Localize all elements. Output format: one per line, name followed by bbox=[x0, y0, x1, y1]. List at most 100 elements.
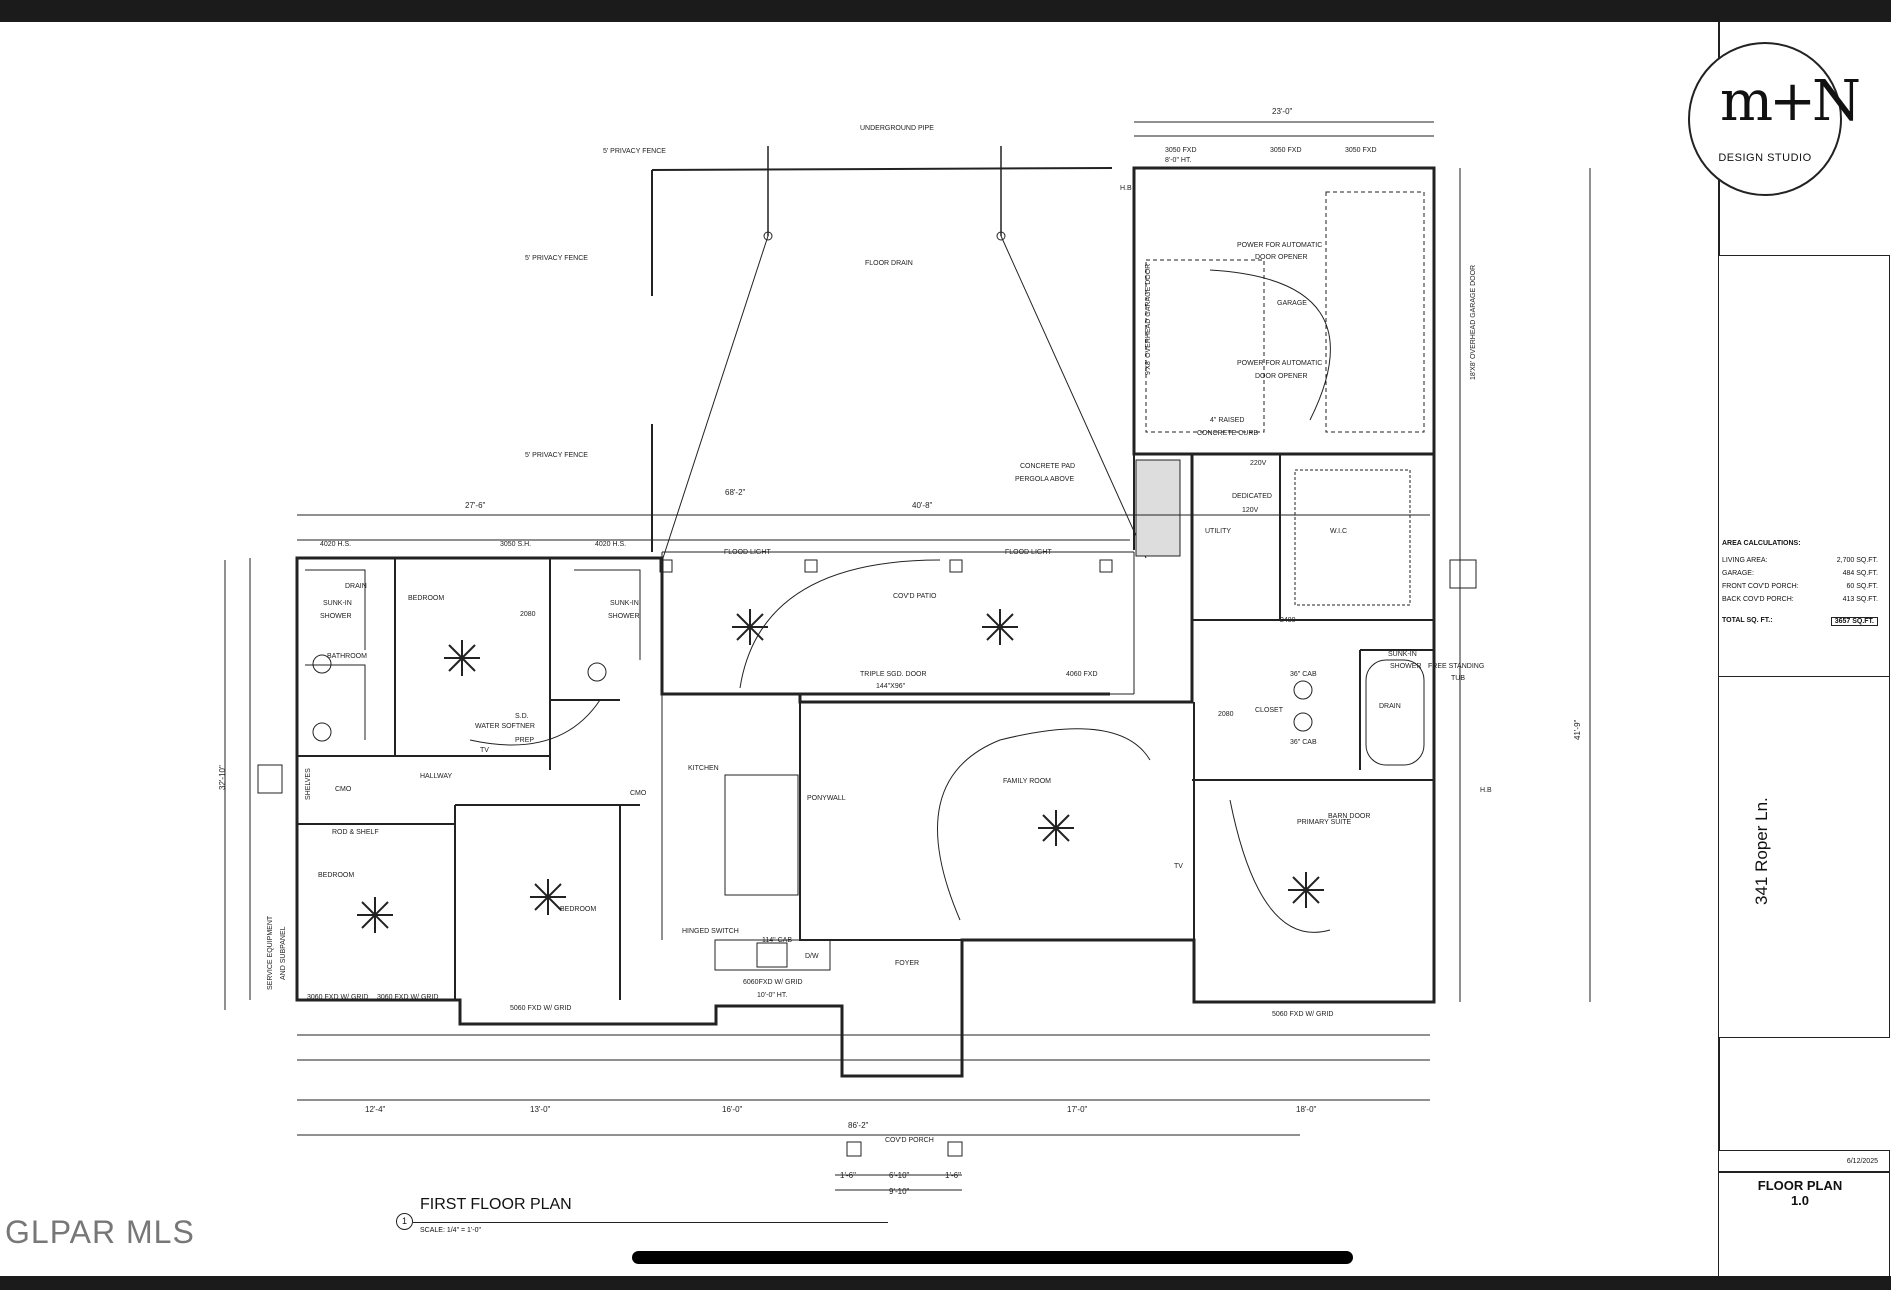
svg-text:DRAIN: DRAIN bbox=[1379, 703, 1401, 710]
svg-text:23'-0": 23'-0" bbox=[1272, 107, 1293, 116]
area-title: AREA CALCULATIONS: bbox=[1722, 540, 1801, 547]
privacy-fence-top bbox=[651, 167, 1113, 171]
svg-text:16'-0": 16'-0" bbox=[722, 1105, 743, 1114]
concrete-pad bbox=[1135, 459, 1181, 557]
svg-text:2080: 2080 bbox=[1218, 711, 1234, 718]
svg-text:AND SUBPANEL: AND SUBPANEL bbox=[280, 926, 287, 980]
svg-text:4" RAISED: 4" RAISED bbox=[1210, 417, 1244, 424]
svg-text:10'-0" HT.: 10'-0" HT. bbox=[757, 992, 787, 999]
svg-text:120V: 120V bbox=[1242, 507, 1259, 514]
svg-text:COV'D PORCH: COV'D PORCH bbox=[885, 1137, 934, 1144]
area-total: TOTAL SQ. FT.:3657 SQ.FT. bbox=[1722, 617, 1878, 626]
svg-text:BEDROOM: BEDROOM bbox=[560, 906, 596, 913]
svg-text:BEDROOM: BEDROOM bbox=[318, 872, 354, 879]
svg-text:86'-2": 86'-2" bbox=[848, 1121, 869, 1130]
svg-text:2480: 2480 bbox=[1280, 617, 1296, 624]
underground-pipe-label: UNDERGROUND PIPE bbox=[860, 125, 934, 132]
svg-text:6060FXD W/ GRID: 6060FXD W/ GRID bbox=[743, 979, 803, 986]
svg-text:FLOOD LIGHT: FLOOD LIGHT bbox=[724, 549, 771, 556]
svg-text:TV: TV bbox=[1174, 863, 1183, 870]
logo-mark: m+N bbox=[1720, 69, 1861, 134]
svg-text:18'X8' OVERHEAD GARAGE DOOR: 18'X8' OVERHEAD GARAGE DOOR bbox=[1470, 265, 1477, 380]
area-calculations: AREA CALCULATIONS: LIVING AREA:2,700 SQ.… bbox=[1722, 540, 1878, 660]
svg-text:SUNK-IN: SUNK-IN bbox=[1388, 651, 1417, 658]
underground-pipe bbox=[767, 146, 1002, 236]
svg-text:4020 H.S.: 4020 H.S. bbox=[320, 541, 351, 548]
svg-text:SUNK-IN: SUNK-IN bbox=[323, 600, 352, 607]
svg-text:CMO: CMO bbox=[335, 786, 352, 793]
svg-text:32'-10": 32'-10" bbox=[218, 765, 227, 790]
svg-text:SHOWER: SHOWER bbox=[1390, 663, 1422, 670]
free-standing-tub bbox=[1365, 659, 1425, 766]
plan-scale: SCALE: 1/4" = 1'-0" bbox=[420, 1227, 481, 1234]
top-frame-bar bbox=[0, 0, 1891, 22]
svg-text:3060 FXD W/ GRID: 3060 FXD W/ GRID bbox=[307, 994, 368, 1001]
svg-text:FAMILY ROOM: FAMILY ROOM bbox=[1003, 778, 1051, 785]
project-address: 341 Roper Ln. bbox=[1752, 797, 1771, 905]
svg-text:5060 FXD W/ GRID: 5060 FXD W/ GRID bbox=[510, 1005, 571, 1012]
sheet-title: FLOOR PLAN 1.0 bbox=[1722, 1178, 1878, 1208]
svg-text:PRIMARY SUITE: PRIMARY SUITE bbox=[1297, 819, 1352, 826]
plan-title: FIRST FLOOR PLAN bbox=[420, 1196, 572, 1213]
mls-watermark: GLPAR MLS bbox=[5, 1214, 195, 1250]
svg-text:8'-0" HT.: 8'-0" HT. bbox=[1165, 157, 1191, 164]
svg-text:4060 FXD: 4060 FXD bbox=[1066, 671, 1098, 678]
svg-text:DOOR OPENER: DOOR OPENER bbox=[1255, 254, 1308, 261]
svg-text:CONCRETE PAD: CONCRETE PAD bbox=[1020, 463, 1075, 470]
svg-text:18'-0": 18'-0" bbox=[1296, 1105, 1317, 1114]
floor-drain-left bbox=[763, 231, 773, 241]
svg-text:FOYER: FOYER bbox=[895, 960, 919, 967]
studio-logo: m+N DESIGN STUDIO bbox=[1688, 42, 1861, 196]
svg-text:SHELVES: SHELVES bbox=[305, 768, 312, 800]
area-row: BACK COV'D PORCH:413 SQ.FT. bbox=[1722, 596, 1878, 603]
svg-text:POWER FOR AUTOMATIC: POWER FOR AUTOMATIC bbox=[1237, 242, 1322, 249]
svg-text:SUNK-IN: SUNK-IN bbox=[610, 600, 639, 607]
address-panel bbox=[1718, 676, 1890, 1038]
svg-text:PERGOLA ABOVE: PERGOLA ABOVE bbox=[1015, 476, 1074, 483]
svg-text:CLOSET: CLOSET bbox=[1255, 707, 1284, 714]
svg-text:SHOWER: SHOWER bbox=[608, 613, 640, 620]
svg-text:BEDROOM: BEDROOM bbox=[408, 595, 444, 602]
drainage-lines bbox=[662, 235, 1147, 559]
date-panel bbox=[1718, 1150, 1890, 1172]
svg-text:3050 FXD: 3050 FXD bbox=[1345, 147, 1377, 154]
svg-text:ROD & SHELF: ROD & SHELF bbox=[332, 829, 379, 836]
plan-title-underline bbox=[413, 1222, 888, 1223]
svg-text:BATHROOM: BATHROOM bbox=[327, 653, 367, 660]
svg-text:CONCRETE CURB: CONCRETE CURB bbox=[1197, 430, 1258, 437]
svg-text:12'-4": 12'-4" bbox=[365, 1105, 386, 1114]
svg-text:FLOOR DRAIN: FLOOR DRAIN bbox=[865, 260, 913, 267]
svg-text:BARN DOOR: BARN DOOR bbox=[1328, 813, 1370, 820]
garage-walls bbox=[1132, 166, 1436, 456]
area-row: FRONT COV'D PORCH:60 SQ.FT. bbox=[1722, 583, 1878, 590]
svg-text:COV'D PATIO: COV'D PATIO bbox=[893, 593, 937, 600]
svg-text:H.B: H.B bbox=[1480, 787, 1492, 794]
svg-text:40'-8": 40'-8" bbox=[912, 501, 933, 510]
svg-text:36" CAB: 36" CAB bbox=[1290, 671, 1317, 678]
svg-text:17'-0": 17'-0" bbox=[1067, 1105, 1088, 1114]
svg-text:TRIPLE SGD. DOOR: TRIPLE SGD. DOOR bbox=[860, 671, 927, 678]
svg-text:DRAIN: DRAIN bbox=[345, 583, 367, 590]
svg-text:5' PRIVACY FENCE: 5' PRIVACY FENCE bbox=[525, 255, 588, 262]
svg-text:FLOOD LIGHT: FLOOD LIGHT bbox=[1005, 549, 1052, 556]
svg-text:TV: TV bbox=[480, 747, 489, 754]
svg-text:KITCHEN: KITCHEN bbox=[688, 765, 719, 772]
garage-door-right bbox=[1325, 191, 1425, 433]
svg-text:S.D.: S.D. bbox=[515, 713, 529, 720]
svg-text:WATER SOFTNER: WATER SOFTNER bbox=[475, 723, 535, 730]
bottom-frame-bar bbox=[0, 1276, 1891, 1290]
svg-text:5' PRIVACY FENCE: 5' PRIVACY FENCE bbox=[525, 452, 588, 459]
svg-text:SHOWER: SHOWER bbox=[320, 613, 352, 620]
drawing-date: 6/12/2025 bbox=[1846, 1158, 1878, 1165]
horizontal-scrollbar[interactable] bbox=[632, 1251, 1353, 1264]
house-exterior-walls bbox=[295, 452, 1436, 1078]
svg-text:36" CAB: 36" CAB bbox=[1290, 739, 1317, 746]
area-row: GARAGE:484 SQ.FT. bbox=[1722, 570, 1878, 577]
svg-text:3050 S.H.: 3050 S.H. bbox=[500, 541, 531, 548]
svg-text:DEDICATED: DEDICATED bbox=[1232, 493, 1272, 500]
svg-text:1'-6": 1'-6" bbox=[945, 1171, 961, 1180]
svg-text:114" CAB: 114" CAB bbox=[762, 937, 792, 944]
kitchen-island bbox=[724, 774, 799, 896]
ceiling-fans bbox=[357, 609, 1324, 933]
